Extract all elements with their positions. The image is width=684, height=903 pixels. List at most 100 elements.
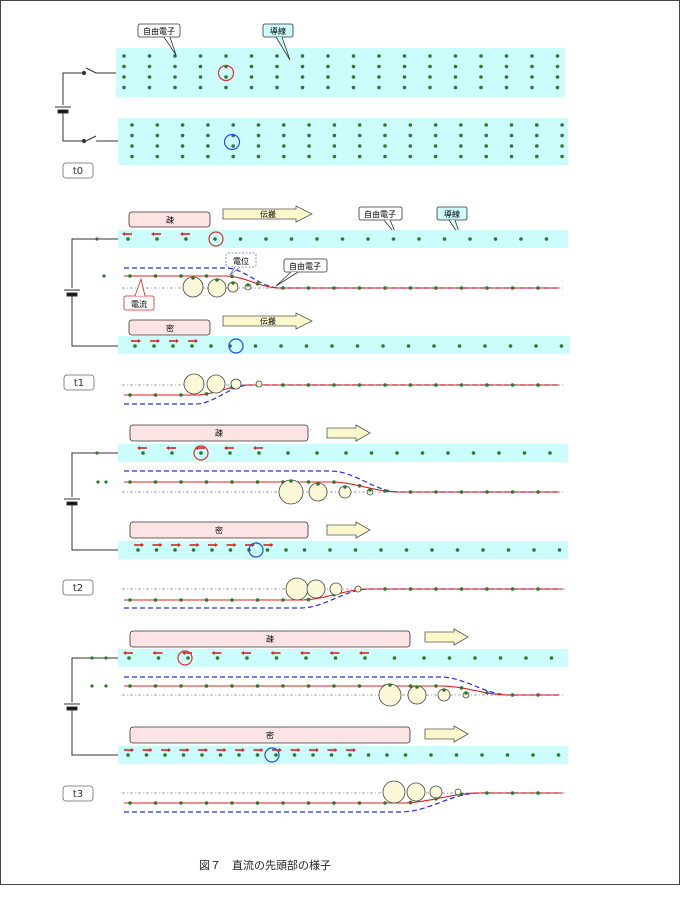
electron-dot bbox=[535, 123, 539, 127]
electron-dot bbox=[332, 383, 336, 387]
electron-dot bbox=[253, 344, 258, 348]
electron-dot bbox=[459, 587, 464, 591]
electron-dot bbox=[459, 123, 463, 127]
callout-free-electron-t0: 自由電子 bbox=[137, 23, 181, 56]
electron-dot bbox=[485, 490, 489, 494]
electron-dot bbox=[479, 75, 483, 79]
electron-dot bbox=[204, 684, 209, 688]
electron-dot bbox=[255, 753, 260, 757]
dense-box-t1 bbox=[128, 319, 211, 336]
electron-dot bbox=[237, 753, 241, 757]
electron-dot bbox=[519, 237, 523, 241]
propagation-arrow-top-t2 bbox=[326, 424, 371, 442]
circuit-t0 bbox=[55, 67, 118, 144]
conductor-bottom-t2 bbox=[118, 541, 568, 559]
electron-dot bbox=[383, 587, 387, 591]
electron-dot bbox=[316, 482, 320, 486]
electron-dot bbox=[190, 344, 194, 348]
electron-dot bbox=[422, 656, 426, 660]
propagation-arrow-bottom-t3 bbox=[424, 725, 469, 743]
electron-dot bbox=[155, 154, 160, 159]
electron-dot bbox=[326, 54, 330, 58]
highlight-red-t2 bbox=[193, 445, 209, 461]
electron-dot bbox=[173, 548, 177, 552]
electron-dot bbox=[485, 791, 489, 795]
current-curve bbox=[124, 685, 559, 696]
electron-dot bbox=[383, 801, 387, 805]
drift-arrow-head bbox=[334, 748, 338, 752]
propagation-arrow-bottom-t2 bbox=[326, 521, 371, 539]
electron-dot bbox=[275, 54, 279, 58]
electron-dot bbox=[510, 383, 515, 387]
highlight-blue-t2 bbox=[248, 542, 264, 558]
electron-dot bbox=[366, 237, 370, 241]
electron-dot bbox=[218, 753, 223, 757]
electron-dot bbox=[249, 75, 254, 79]
electron-dot bbox=[420, 451, 425, 455]
electron-dot bbox=[274, 753, 278, 757]
callout-potential-t1: 電位 bbox=[225, 252, 257, 276]
electron-row-bottom-t1 bbox=[131, 339, 564, 348]
bottom-graph-t3 bbox=[122, 780, 566, 813]
electron-dot bbox=[357, 133, 362, 138]
electron-dot bbox=[156, 656, 161, 660]
highlight-red-t0 bbox=[217, 64, 235, 82]
electron-dot bbox=[155, 237, 159, 241]
drift-arrow-head bbox=[205, 748, 208, 752]
current-curve bbox=[124, 792, 562, 804]
callout-conductor-t1-text: 導線 bbox=[444, 209, 460, 219]
electron-dot bbox=[147, 75, 152, 79]
electron-dot bbox=[408, 587, 413, 591]
drift-arrow-head bbox=[196, 543, 200, 547]
drift-arrow-head bbox=[242, 748, 245, 752]
electron-dot bbox=[385, 753, 389, 757]
potential-curve bbox=[124, 676, 559, 696]
electron-dot bbox=[281, 383, 285, 387]
drift-arrow-head bbox=[176, 339, 179, 343]
electron-dot bbox=[453, 64, 458, 69]
electron-dot bbox=[256, 133, 261, 138]
electron-dot bbox=[560, 154, 564, 159]
drift-arrow-head bbox=[180, 232, 183, 236]
electron-dot bbox=[179, 598, 183, 602]
electron-dot bbox=[249, 64, 254, 69]
conductor-top-t0 bbox=[116, 48, 565, 97]
electron-dot bbox=[255, 281, 260, 286]
drift-arrow-head bbox=[260, 748, 264, 752]
electron-dot bbox=[504, 85, 509, 90]
electron-dot bbox=[457, 344, 462, 348]
electron-grid-top-t0 bbox=[122, 54, 560, 90]
electron-dot bbox=[428, 75, 432, 79]
electron-dot bbox=[402, 75, 407, 79]
callout-free-electron-t1-text: 自由電子 bbox=[364, 209, 396, 219]
electron-dot bbox=[282, 154, 286, 159]
drift-arrow-head bbox=[149, 748, 153, 752]
electron-dot bbox=[275, 64, 279, 69]
electron-dot bbox=[383, 123, 387, 127]
electron-dot bbox=[179, 801, 183, 805]
electron-dot bbox=[408, 133, 413, 138]
electron-dot bbox=[173, 64, 177, 69]
density-blob bbox=[378, 683, 402, 707]
electron-dot bbox=[328, 548, 332, 552]
sparse-label-t2: 疎 bbox=[215, 429, 223, 438]
drift-arrow-head bbox=[141, 543, 144, 547]
callout-current-t1: 電流 bbox=[123, 277, 155, 311]
electron-dot bbox=[249, 54, 254, 58]
electron-dot bbox=[536, 587, 540, 591]
electron-dot bbox=[343, 485, 347, 489]
electron-dot bbox=[128, 801, 132, 805]
electron-dot bbox=[493, 237, 498, 241]
electron-dot bbox=[153, 393, 158, 397]
electron-dot bbox=[434, 587, 438, 591]
electron-dot bbox=[128, 274, 132, 278]
electron-dot bbox=[530, 75, 534, 79]
electron-dot bbox=[315, 237, 319, 241]
electron-dot bbox=[200, 753, 204, 757]
electron-dot bbox=[535, 154, 539, 159]
electron-dot bbox=[191, 548, 196, 552]
electron-dot bbox=[163, 753, 167, 757]
electron-dot bbox=[147, 64, 152, 69]
electron-dot bbox=[238, 237, 243, 241]
